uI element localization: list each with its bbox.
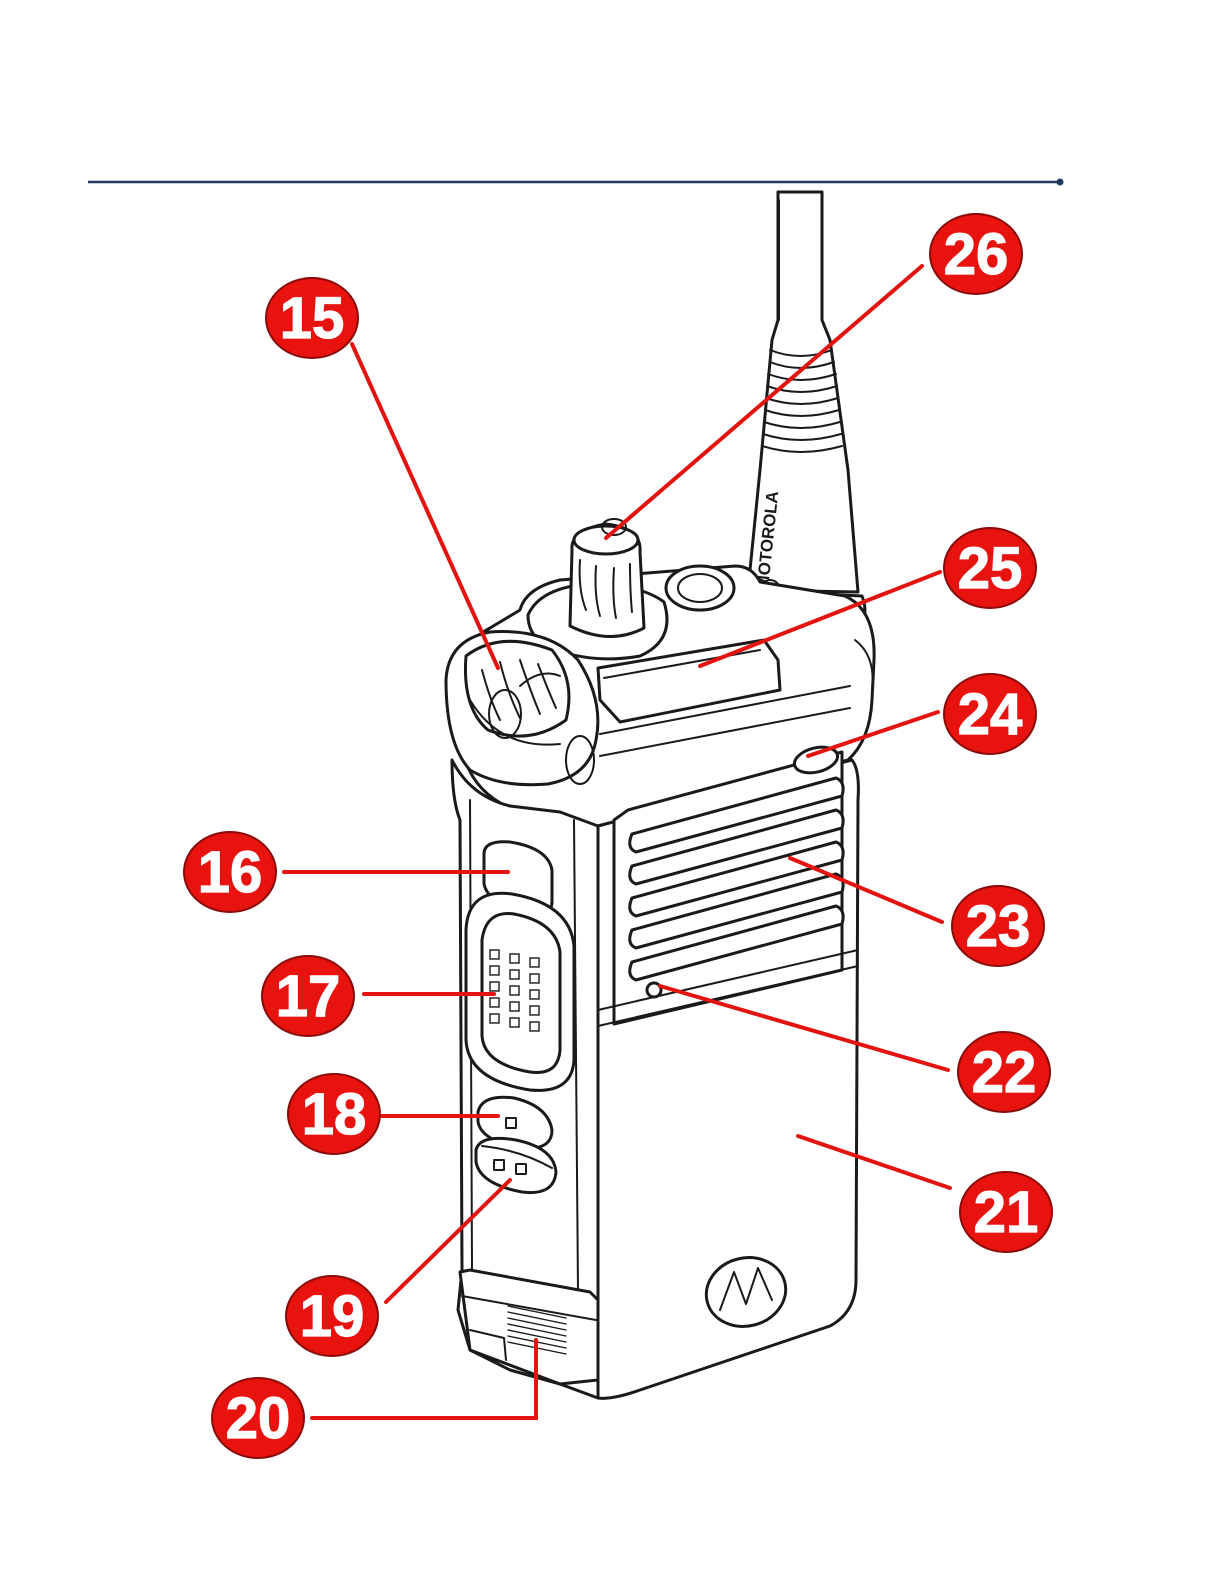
radio-illustration: MOTOROLA — [446, 192, 874, 1398]
svg-text:22: 22 — [972, 1040, 1037, 1105]
svg-text:19: 19 — [300, 1284, 365, 1349]
callout-22: 22 — [958, 1032, 1050, 1112]
callout-25: 25 — [944, 528, 1036, 608]
callout-16: 16 — [184, 832, 276, 912]
antenna: MOTOROLA — [742, 192, 865, 632]
svg-text:15: 15 — [280, 286, 345, 351]
callout-15: 15 — [266, 278, 358, 358]
radio-left-side — [452, 760, 598, 1398]
svg-text:17: 17 — [276, 964, 341, 1029]
svg-text:24: 24 — [958, 682, 1023, 747]
leader-15 — [352, 344, 498, 668]
svg-text:20: 20 — [226, 1386, 291, 1451]
svg-text:26: 26 — [944, 222, 1009, 287]
callout-20: 20 — [212, 1378, 304, 1458]
callout-21: 21 — [960, 1172, 1052, 1252]
radio-front — [598, 743, 858, 1398]
svg-text:25: 25 — [958, 536, 1023, 601]
callout-18: 18 — [288, 1074, 380, 1154]
callout-26: 26 — [930, 214, 1022, 294]
header-rule — [88, 179, 1064, 186]
svg-text:21: 21 — [974, 1180, 1039, 1245]
svg-text:18: 18 — [302, 1082, 367, 1147]
callout-23: 23 — [952, 886, 1044, 966]
svg-text:23: 23 — [966, 894, 1031, 959]
svg-text:16: 16 — [198, 840, 263, 905]
callout-24: 24 — [944, 674, 1036, 754]
callout-17: 17 — [262, 956, 354, 1036]
callout-19: 19 — [286, 1276, 378, 1356]
